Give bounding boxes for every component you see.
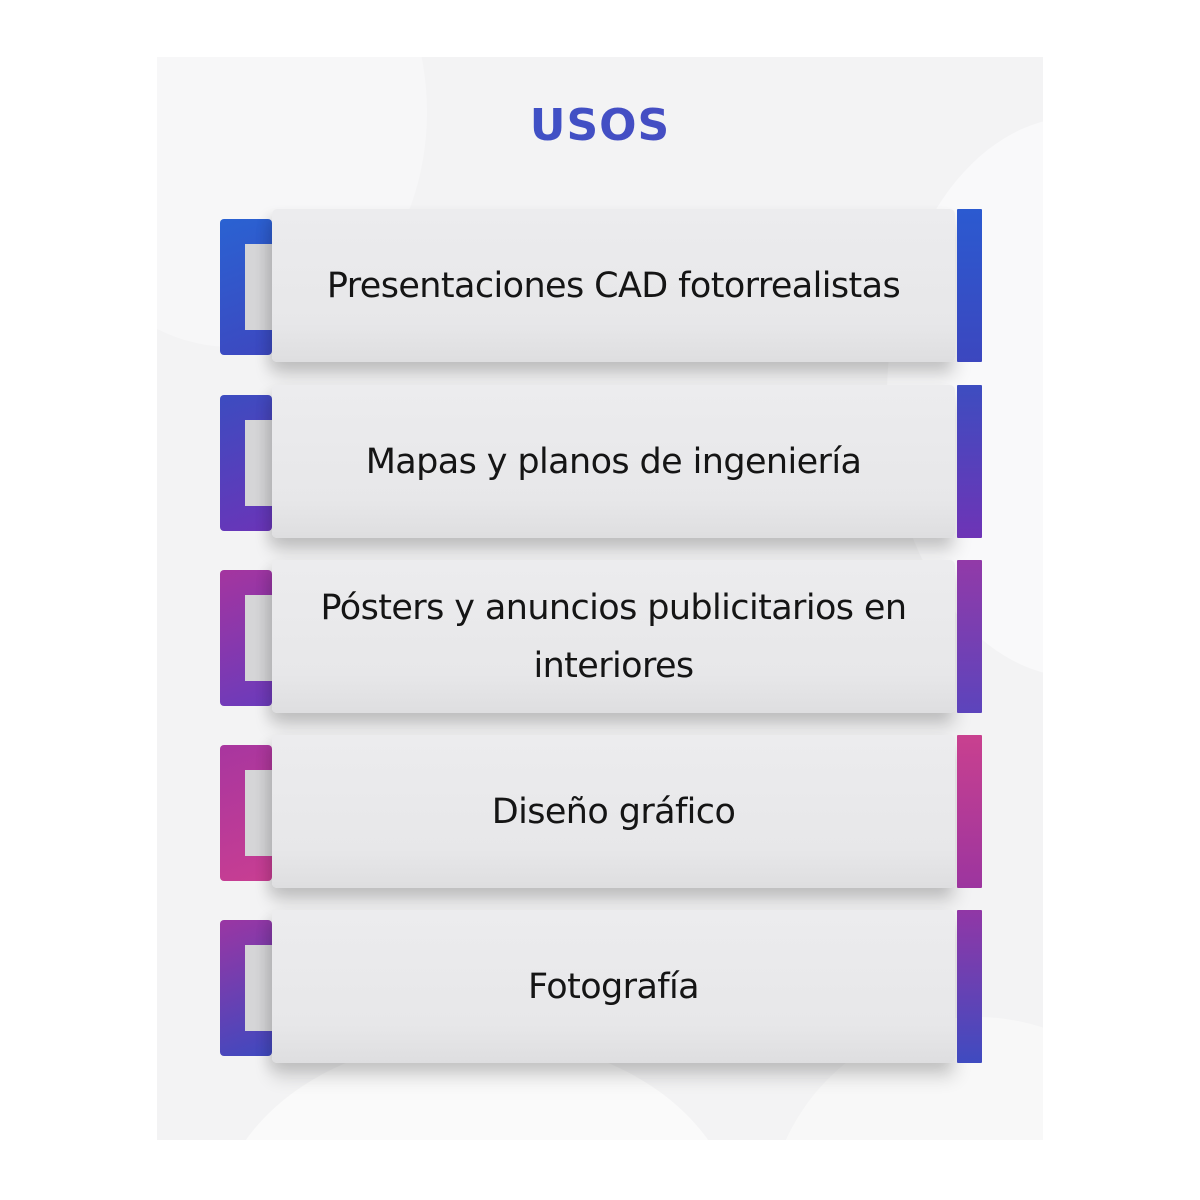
- item-label: Pósters y anuncios publicitarios en inte…: [320, 587, 908, 686]
- item-card: Fotografía: [272, 910, 955, 1063]
- item-label: Mapas y planos de ingeniería: [365, 441, 862, 482]
- item-label: Presentaciones CAD fotorrealistas: [326, 265, 901, 306]
- list-item: Fotografía: [220, 910, 983, 1063]
- item-label: Fotografía: [528, 966, 700, 1007]
- item-card: Presentaciones CAD fotorrealistas: [272, 209, 955, 362]
- item-card: Pósters y anuncios publicitarios en inte…: [272, 560, 955, 713]
- left-bracket-icon: [220, 570, 272, 706]
- item-card: Mapas y planos de ingeniería: [272, 385, 955, 538]
- left-bracket-icon: [220, 219, 272, 355]
- right-accent-bar: [957, 735, 982, 888]
- right-accent-bar: [957, 209, 982, 362]
- list-item: Diseño gráfico: [220, 735, 983, 888]
- list-item: Presentaciones CAD fotorrealistas: [220, 209, 983, 362]
- item-label: Diseño gráfico: [491, 791, 736, 832]
- list-item: Pósters y anuncios publicitarios en inte…: [220, 560, 983, 713]
- right-accent-bar: [957, 560, 982, 713]
- item-card: Diseño gráfico: [272, 735, 955, 888]
- left-bracket-icon: [220, 920, 272, 1056]
- left-bracket-icon: [220, 745, 272, 881]
- right-accent-bar: [957, 910, 982, 1063]
- page-title: USOS: [0, 100, 1200, 151]
- right-accent-bar: [957, 385, 982, 538]
- left-bracket-icon: [220, 395, 272, 531]
- list-item: Mapas y planos de ingeniería: [220, 385, 983, 538]
